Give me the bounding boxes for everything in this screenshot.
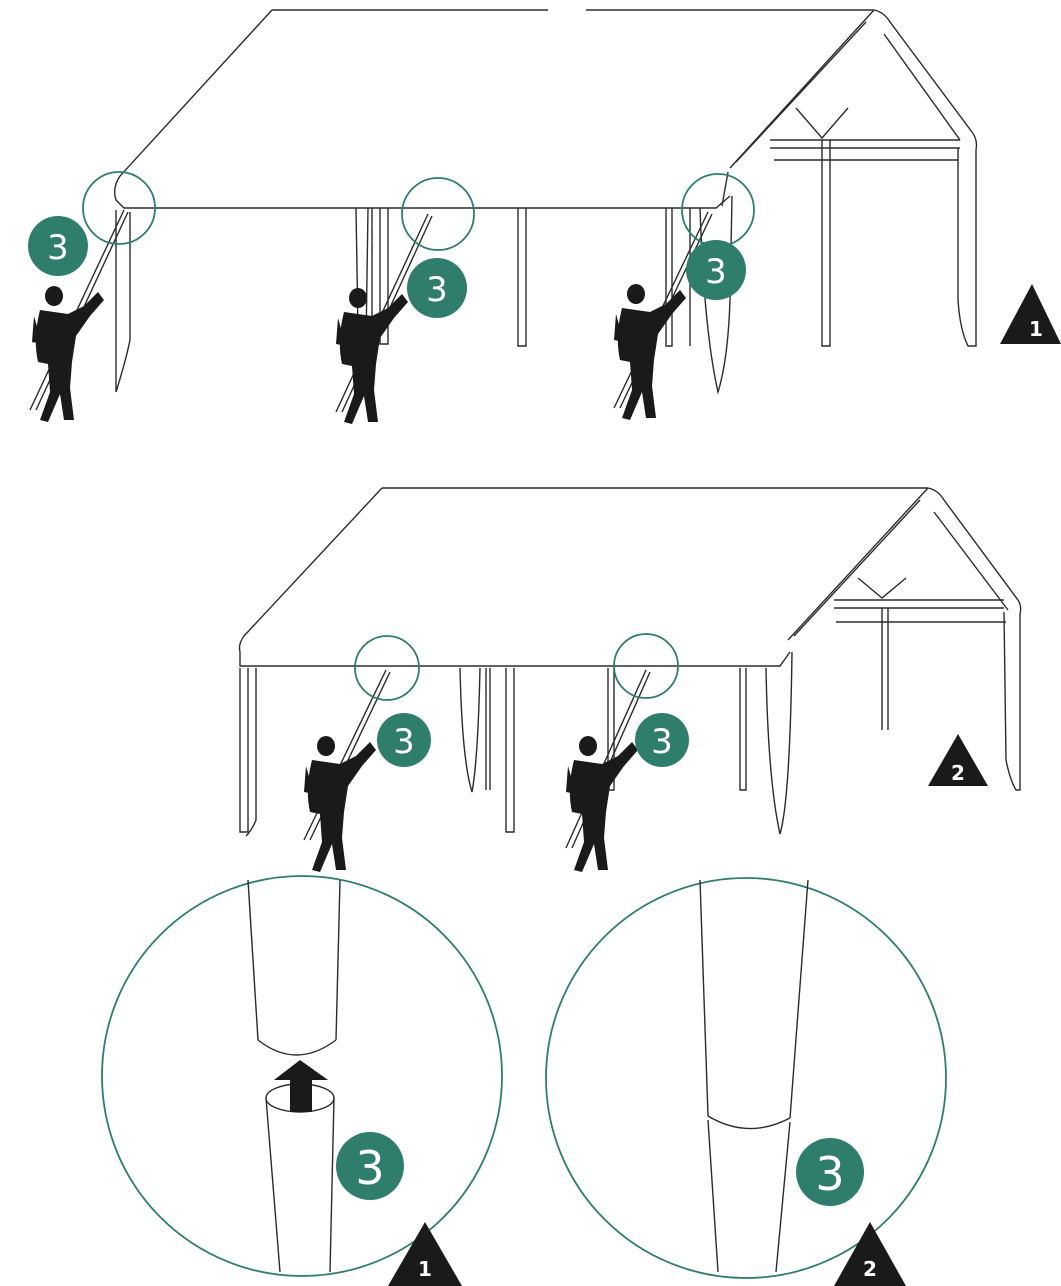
person-raising-pole-icon bbox=[32, 286, 104, 422]
part-badge: 3 bbox=[635, 713, 689, 767]
highlight-ring bbox=[682, 174, 754, 246]
step-number: 1 bbox=[418, 1257, 432, 1281]
highlight-ring bbox=[355, 636, 419, 700]
part-badge-label: 3 bbox=[393, 722, 415, 762]
person-raising-pole-icon bbox=[614, 284, 686, 420]
part-badge-label: 3 bbox=[355, 1141, 384, 1195]
part-badge: 3 bbox=[336, 1132, 404, 1200]
detail-circle bbox=[546, 878, 946, 1278]
step-marker-detail-left: 1 bbox=[388, 1222, 462, 1286]
detail-right: 3 2 bbox=[546, 878, 946, 1286]
part-badge: 3 bbox=[796, 1138, 864, 1206]
step-marker-top: 1 bbox=[1000, 284, 1061, 344]
person-raising-pole-icon bbox=[566, 736, 638, 872]
part-badge-label: 3 bbox=[705, 252, 727, 292]
tent-top bbox=[30, 10, 977, 412]
part-badge: 3 bbox=[377, 713, 431, 767]
person-raising-pole-icon bbox=[304, 736, 376, 872]
part-badge-label: 3 bbox=[651, 722, 673, 762]
step-number: 2 bbox=[951, 761, 965, 785]
part-badge-label: 3 bbox=[47, 228, 69, 268]
part-badge-label: 3 bbox=[815, 1147, 844, 1201]
step-marker-middle: 2 bbox=[928, 734, 988, 786]
part-badge: 3 bbox=[28, 216, 88, 276]
highlight-ring bbox=[402, 178, 474, 250]
step-marker-detail-right: 2 bbox=[834, 1222, 906, 1286]
tent-middle bbox=[240, 488, 1021, 848]
part-badge: 3 bbox=[407, 258, 467, 318]
detail-left: 3 1 bbox=[102, 876, 502, 1286]
part-badge-label: 3 bbox=[426, 270, 448, 310]
step-number: 1 bbox=[1029, 317, 1043, 341]
part-badge: 3 bbox=[686, 240, 746, 300]
step-number: 2 bbox=[863, 1257, 877, 1281]
